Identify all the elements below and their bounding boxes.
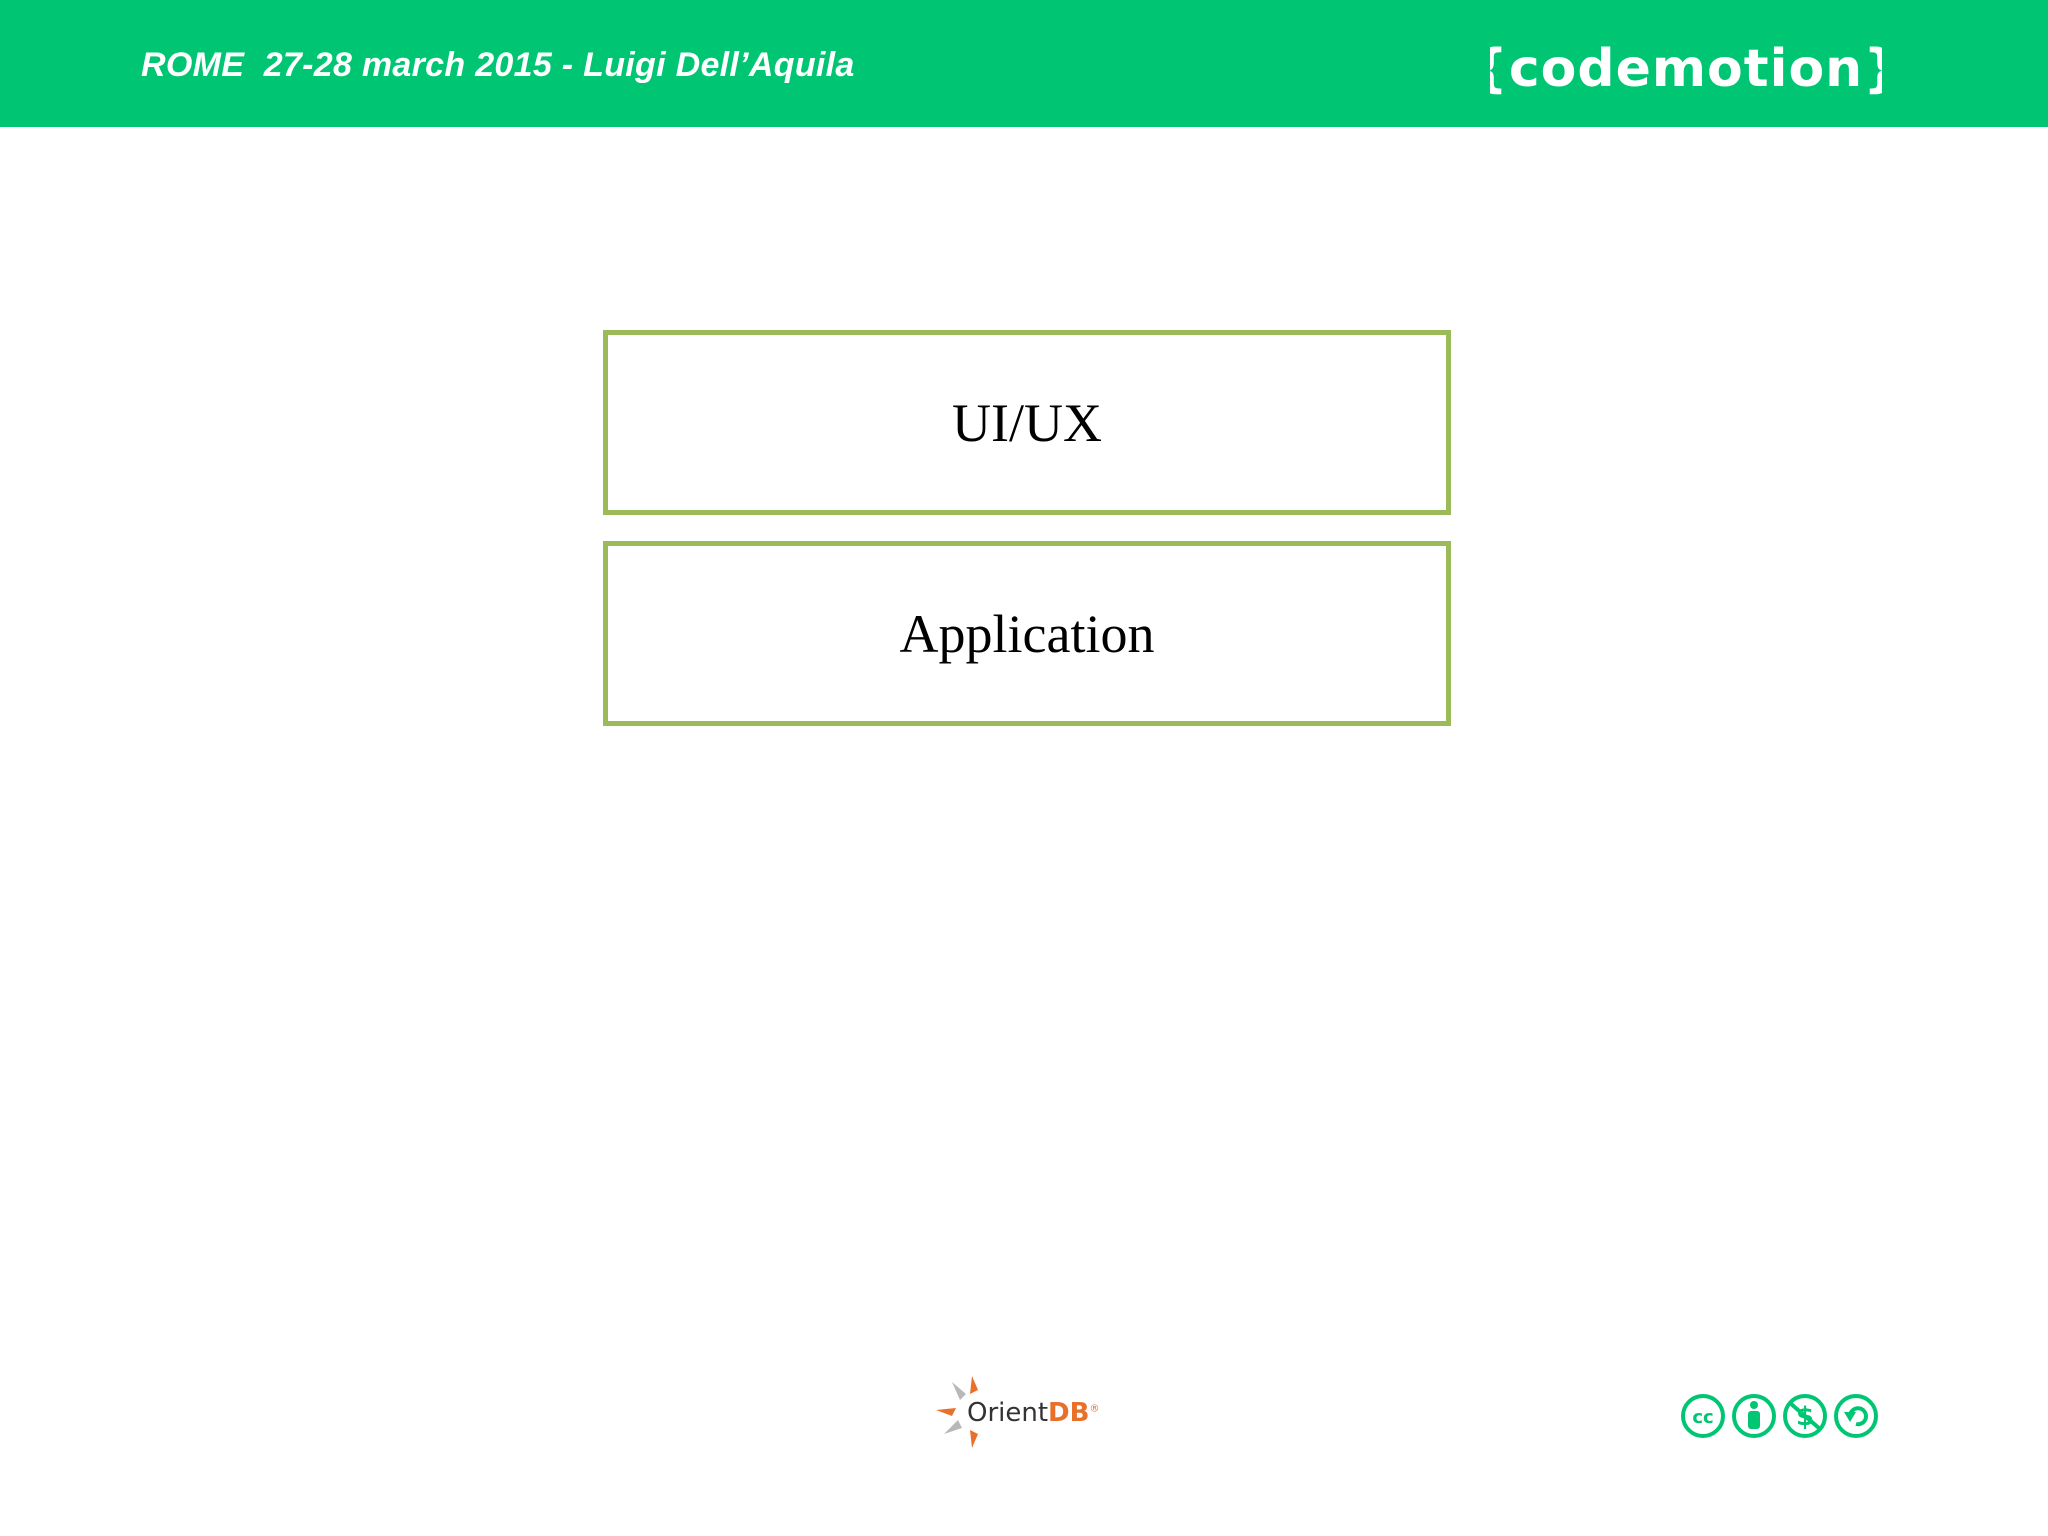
cc-icon <box>1681 1394 1725 1438</box>
share-alike-icon <box>1834 1394 1878 1438</box>
orientdb-logo-text: OrientDB® <box>967 1398 1099 1428</box>
creative-commons-license-icon: cc $ <box>1681 1394 1878 1438</box>
diagram-box-application: Application <box>603 541 1451 726</box>
orientdb-logo-icon <box>936 1376 978 1448</box>
non-commercial-icon: $ <box>1783 1394 1827 1438</box>
registered-mark: ® <box>1089 1403 1100 1415</box>
svg-text:{codemotion}: {codemotion} <box>1490 39 1882 99</box>
svg-text:cc: cc <box>1692 1407 1713 1428</box>
header-bar: ROME 27-28 march 2015 - Luigi Dell’Aquil… <box>0 0 2048 127</box>
db-text: DB <box>1048 1398 1090 1428</box>
codemotion-logo-icon: {codemotion} <box>1471 39 1900 99</box>
codemotion-logo: {codemotion} <box>1471 38 1900 100</box>
box-label-application: Application <box>899 603 1155 664</box>
box-label-uiux: UI/UX <box>952 392 1102 453</box>
orient-text: Orient <box>967 1398 1049 1428</box>
by-attribution-icon <box>1732 1394 1776 1438</box>
event-title: ROME 27-28 march 2015 - Luigi Dell’Aquil… <box>141 46 855 84</box>
diagram-box-uiux: UI/UX <box>603 330 1451 515</box>
